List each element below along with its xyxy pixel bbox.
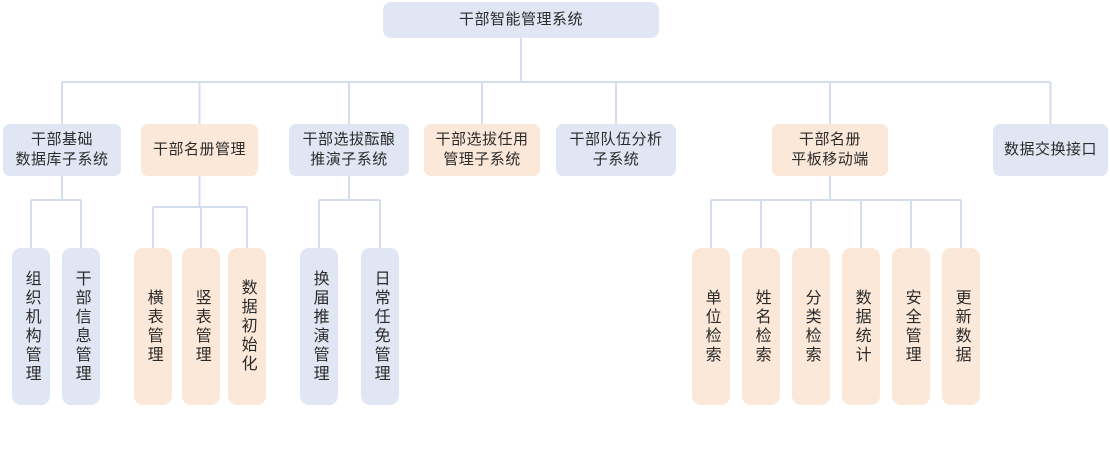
level1-node-0[interactable]: 干部基础 数据库子系统 xyxy=(3,124,121,176)
level1-node-label: 干部队伍分析 子系统 xyxy=(569,131,663,168)
level1-node-label: 数据交换接口 xyxy=(1003,141,1097,159)
leaf-node-3[interactable]: 竖表管理 xyxy=(182,248,220,405)
leaf-node-0[interactable]: 组织机构管理 xyxy=(12,248,50,405)
leaf-node-label: 安全管理 xyxy=(902,288,920,365)
leaf-node-11[interactable]: 安全管理 xyxy=(892,248,930,405)
leaf-node-label: 分类检索 xyxy=(802,288,820,365)
leaf-node-5[interactable]: 换届推演管理 xyxy=(300,248,338,405)
leaf-node-label: 竖表管理 xyxy=(192,288,210,365)
leaf-node-9[interactable]: 分类检索 xyxy=(792,248,830,405)
leaf-node-label: 日常任免管理 xyxy=(371,269,389,384)
root-node-label: 干部智能管理系统 xyxy=(458,11,583,29)
leaf-node-label: 姓名检索 xyxy=(752,288,770,365)
leaf-node-7[interactable]: 单位检索 xyxy=(692,248,730,405)
leaf-node-4[interactable]: 数据初始化 xyxy=(228,248,266,405)
level1-node-4[interactable]: 干部队伍分析 子系统 xyxy=(556,124,676,176)
leaf-node-label: 数据统计 xyxy=(852,288,870,365)
level1-node-label: 干部名册 平板移动端 xyxy=(791,131,869,168)
level1-node-label: 干部选拔任用 管理子系统 xyxy=(435,131,529,168)
leaf-node-10[interactable]: 数据统计 xyxy=(842,248,880,405)
leaf-node-label: 横表管理 xyxy=(144,288,162,365)
level1-node-label: 干部名册管理 xyxy=(152,141,246,159)
leaf-node-2[interactable]: 横表管理 xyxy=(134,248,172,405)
leaf-node-label: 组织机构管理 xyxy=(22,269,40,384)
leaf-node-1[interactable]: 干部信息管理 xyxy=(62,248,100,405)
level1-node-2[interactable]: 干部选拔酝酿 推演子系统 xyxy=(289,124,409,176)
leaf-node-label: 干部信息管理 xyxy=(72,269,90,384)
leaf-node-12[interactable]: 更新数据 xyxy=(942,248,980,405)
leaf-node-label: 更新数据 xyxy=(952,288,970,365)
level1-node-label: 干部选拔酝酿 推演子系统 xyxy=(302,131,396,168)
level1-node-1[interactable]: 干部名册管理 xyxy=(141,124,258,176)
leaf-node-label: 单位检索 xyxy=(702,288,720,365)
level1-node-3[interactable]: 干部选拔任用 管理子系统 xyxy=(424,124,540,176)
leaf-node-label: 换届推演管理 xyxy=(310,269,328,384)
leaf-node-6[interactable]: 日常任免管理 xyxy=(361,248,399,405)
leaf-node-8[interactable]: 姓名检索 xyxy=(742,248,780,405)
leaf-node-label: 数据初始化 xyxy=(238,279,256,374)
level1-node-5[interactable]: 干部名册 平板移动端 xyxy=(772,124,888,176)
level1-node-6[interactable]: 数据交换接口 xyxy=(993,124,1108,176)
level1-node-label: 干部基础 数据库子系统 xyxy=(15,131,109,168)
root-node-干部智能管理系统[interactable]: 干部智能管理系统 xyxy=(383,2,659,38)
